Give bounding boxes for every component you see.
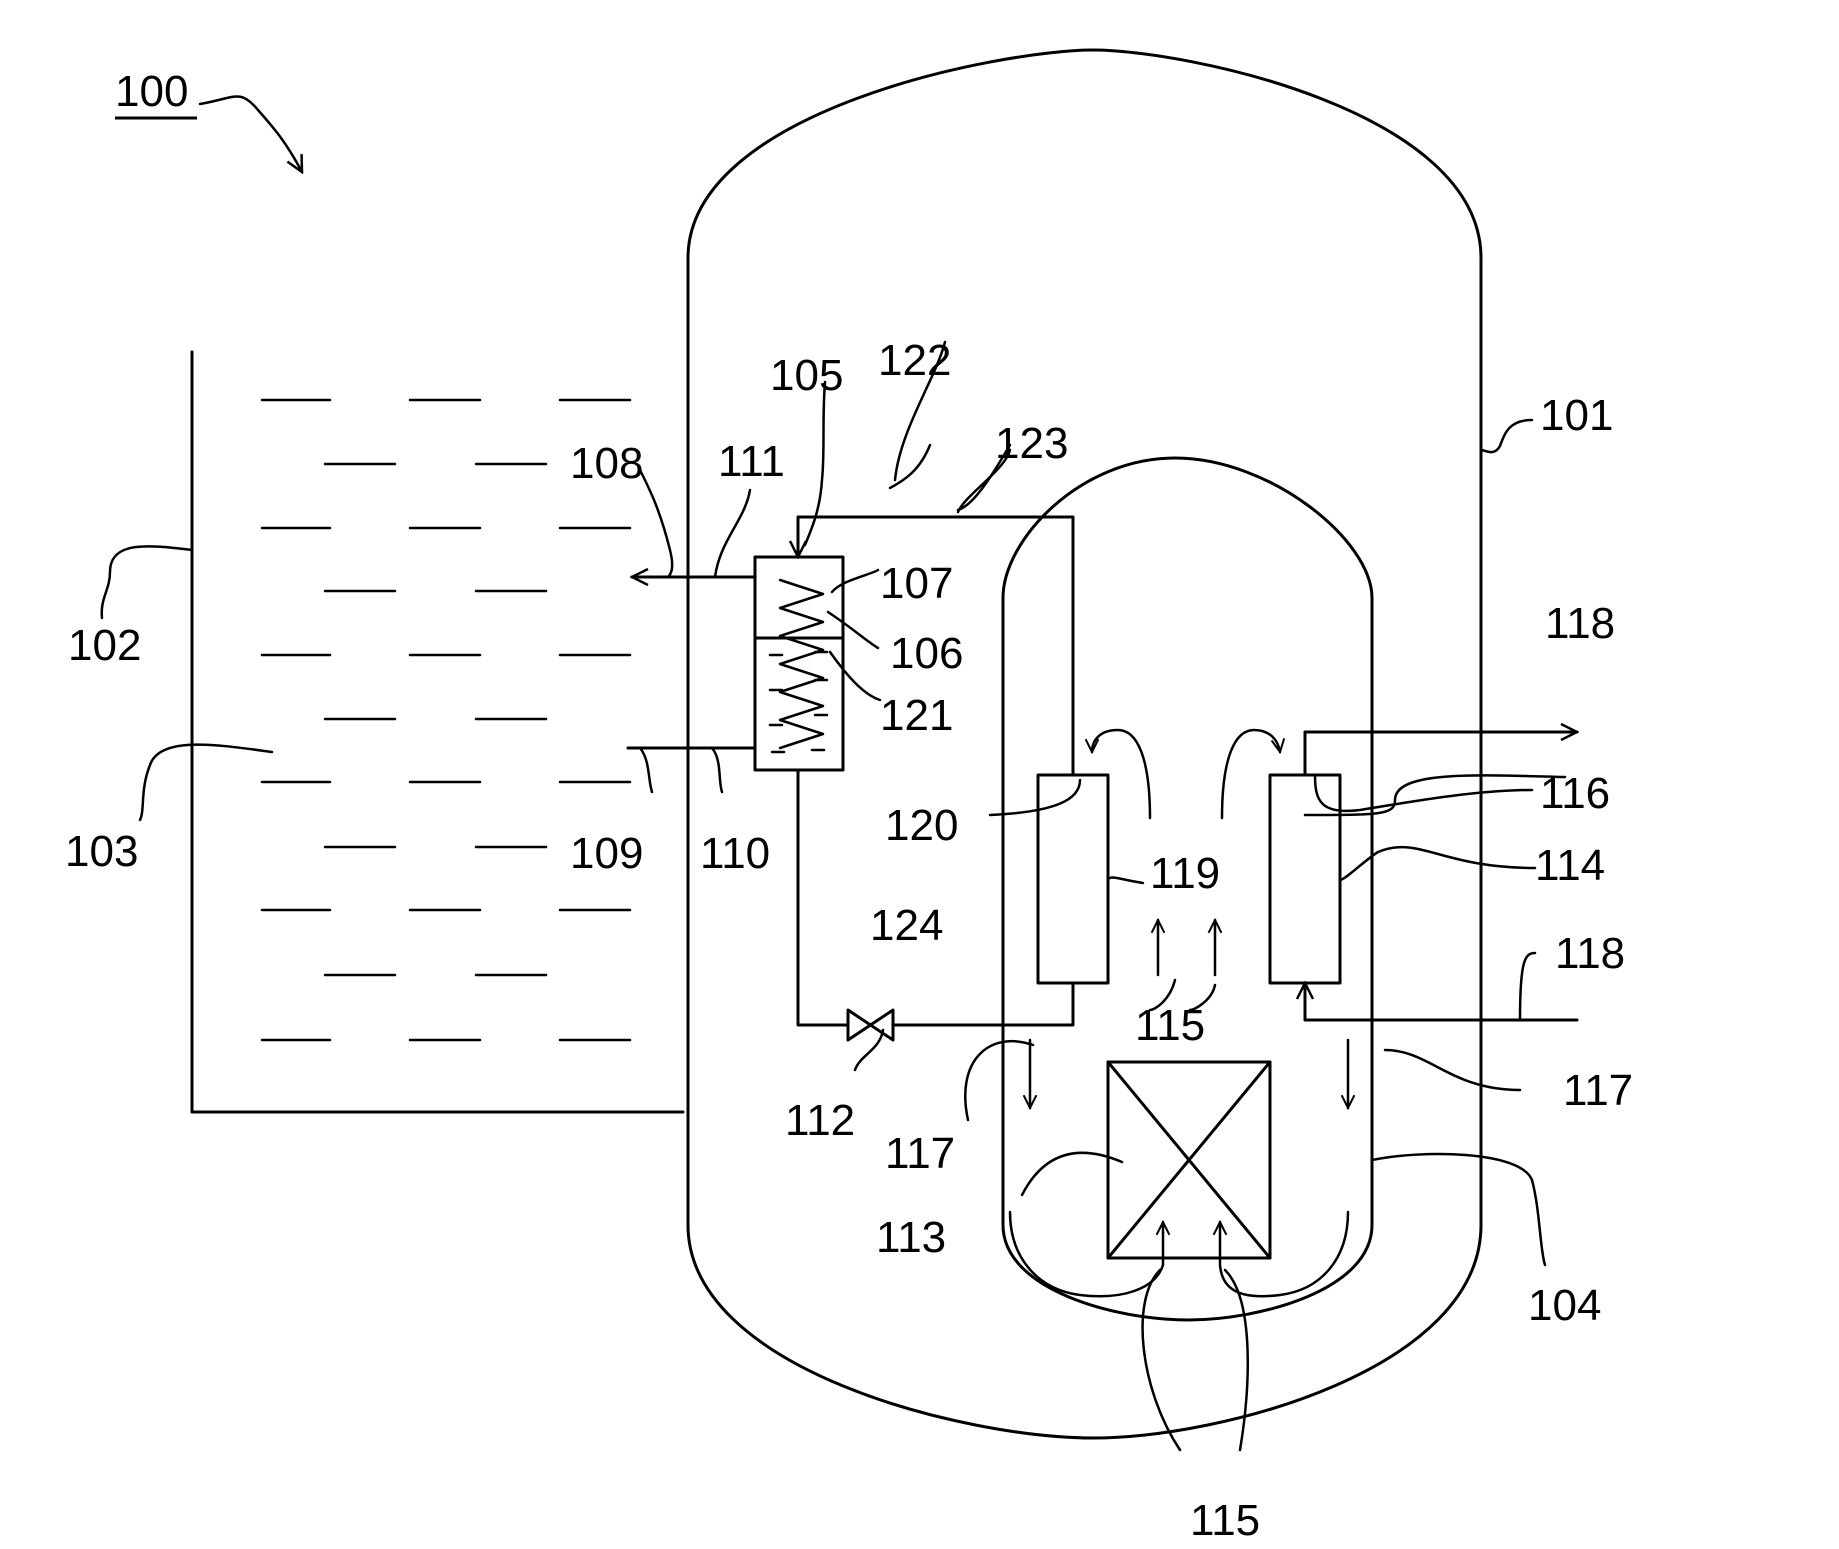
label-112: 112 bbox=[785, 1096, 855, 1145]
label-102: 102 bbox=[68, 621, 141, 670]
label-100: 100 bbox=[115, 67, 188, 116]
valve-112[interactable] bbox=[848, 1010, 893, 1040]
label-117-right: 117 bbox=[1563, 1066, 1633, 1115]
secondary-inlet-118 bbox=[1305, 983, 1577, 1020]
label-106: 106 bbox=[890, 629, 963, 678]
label-124: 124 bbox=[870, 901, 943, 950]
leader-lines bbox=[102, 342, 1565, 1450]
label-120: 120 bbox=[885, 801, 958, 850]
secondary-outlet-118 bbox=[1305, 732, 1577, 775]
heat-exchanger-114 bbox=[1270, 775, 1340, 983]
system-pointer-arrow bbox=[200, 96, 302, 172]
label-115-bottom: 115 bbox=[1190, 1496, 1260, 1545]
flow-arrow-bottom-left bbox=[1010, 1212, 1163, 1296]
label-101: 101 bbox=[1540, 391, 1613, 440]
label-107: 107 bbox=[880, 559, 953, 608]
label-114: 114 bbox=[1535, 841, 1605, 890]
label-115-center: 115 bbox=[1135, 1001, 1205, 1050]
label-113: 113 bbox=[876, 1213, 946, 1262]
label-105: 105 bbox=[770, 351, 843, 400]
label-104: 104 bbox=[1528, 1281, 1601, 1330]
pool-water bbox=[262, 400, 630, 1040]
return-pipe-down bbox=[798, 770, 848, 1025]
label-118-top: 118 bbox=[1545, 599, 1615, 648]
label-116: 116 bbox=[1540, 769, 1610, 818]
label-123: 123 bbox=[995, 419, 1068, 468]
label-108: 108 bbox=[570, 439, 643, 488]
condenser-105 bbox=[755, 557, 843, 770]
label-110: 110 bbox=[700, 829, 770, 878]
condenser-liquid bbox=[770, 652, 827, 752]
containment-vessel bbox=[688, 50, 1481, 1438]
label-103: 103 bbox=[65, 827, 138, 876]
label-119: 119 bbox=[1150, 849, 1220, 898]
label-118-bottom: 118 bbox=[1555, 929, 1625, 978]
label-109: 109 bbox=[570, 829, 643, 878]
label-117-left: 117 bbox=[885, 1129, 955, 1178]
label-121: 121 bbox=[880, 691, 953, 740]
condenser-coil bbox=[780, 580, 823, 748]
label-111: 111 bbox=[718, 437, 785, 486]
label-122: 122 bbox=[878, 336, 951, 385]
return-pipe-124 bbox=[893, 983, 1073, 1025]
flow-arrow-bottom-right bbox=[1220, 1212, 1348, 1296]
